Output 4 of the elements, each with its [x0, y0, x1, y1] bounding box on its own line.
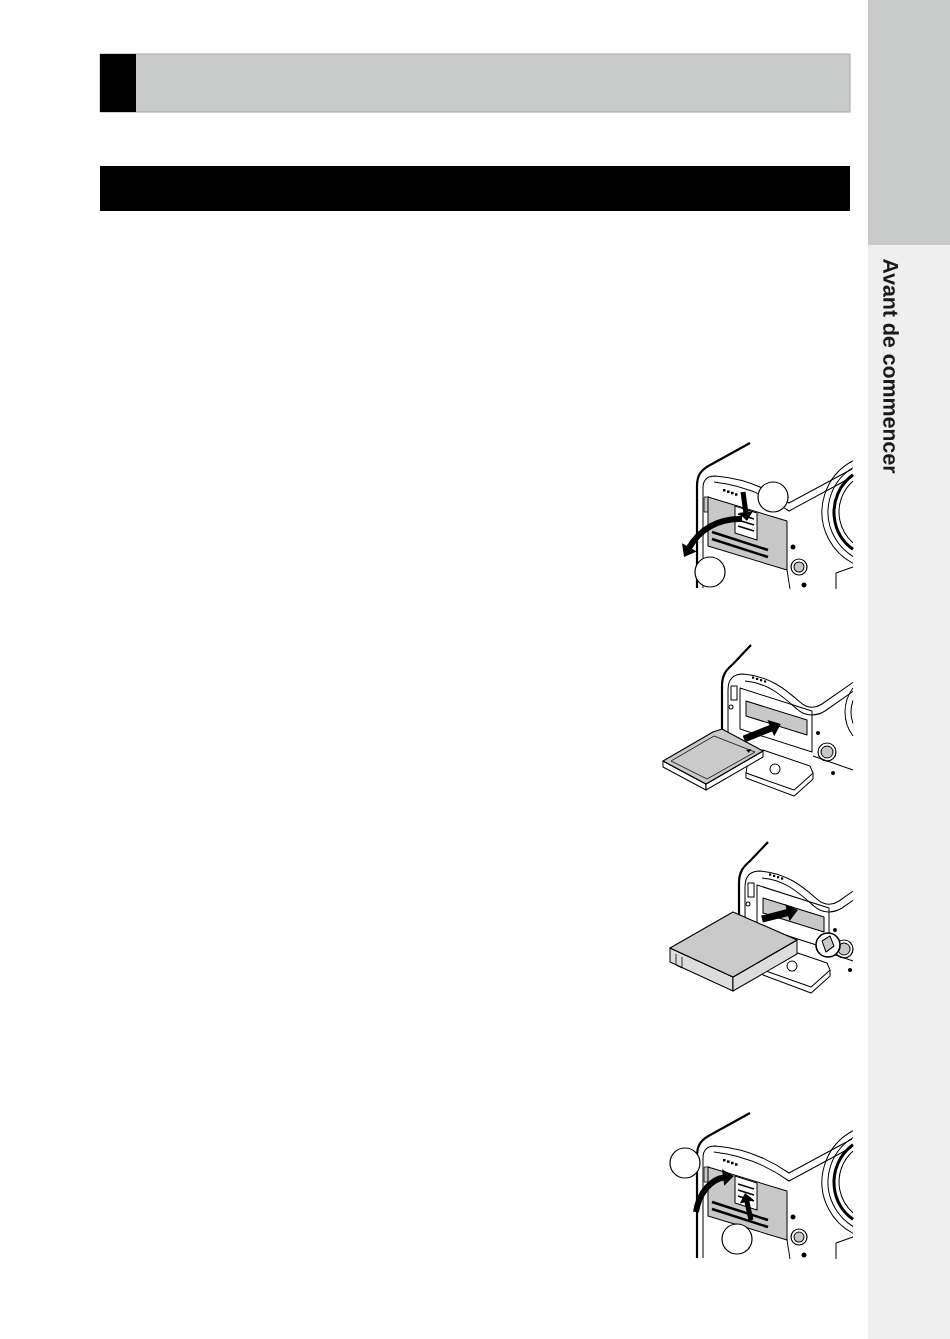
chapter-tab: [868, 0, 950, 245]
section-bar: [100, 166, 850, 211]
header-bar: [99, 53, 851, 113]
tab-label: Avant de commencer: [883, 259, 899, 474]
